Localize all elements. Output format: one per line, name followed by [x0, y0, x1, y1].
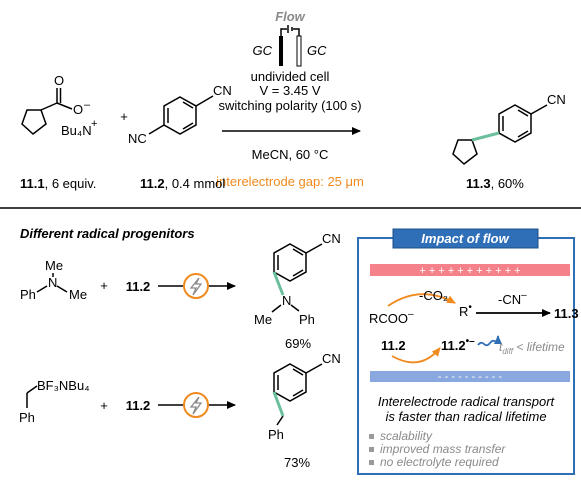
electrode-right-icon [296, 35, 302, 67]
product-label: 11.3, 60% [466, 176, 524, 191]
row1-product [271, 243, 323, 313]
row2-bf3: BF₃NBu₄ [37, 378, 90, 393]
row1-me-top: Me [45, 258, 63, 273]
impact-reagent: 11.2 [381, 338, 406, 353]
sm1-plus: + [91, 118, 97, 130]
impact-target: 11.3 [554, 306, 579, 321]
sm1-label: 11.1, 6 equiv. [20, 176, 96, 191]
progenitor-benzyltrifluoroborate: BF₃NBu₄ Ph [19, 378, 90, 425]
reduction-arrow [391, 347, 441, 364]
bullet-icon [369, 447, 374, 452]
sm1-oxide-o: O [73, 102, 83, 117]
row1-product-n: N [282, 293, 291, 308]
product-11-3 [452, 104, 548, 165]
product-cn: CN [547, 92, 566, 107]
product-new-bond [471, 131, 500, 142]
impact-title: Impact of flow [421, 231, 509, 246]
bullet-icon [369, 434, 374, 439]
cathode-band [370, 371, 570, 382]
transport-line-1: Interelectrode radical transport [378, 394, 556, 409]
row2-ph: Ph [19, 410, 35, 425]
row2-product-cn: CN [322, 351, 341, 366]
row2-product-ph: Ph [268, 427, 284, 442]
row1-electro-arrow [158, 273, 236, 299]
advantages-list: scalability improved mass transfer no el… [369, 429, 506, 469]
row1-n: N [48, 275, 57, 290]
cell-type: undivided cell [251, 69, 330, 84]
row1-ph: Ph [20, 287, 36, 302]
diffusion-arrow [477, 335, 502, 347]
row2-new-bond [272, 391, 285, 417]
anode-signs: + + + + + + + + + + + [419, 265, 520, 277]
row1-me-right: Me [69, 287, 87, 302]
impact-tdiff: tdiff < lifetime [499, 340, 565, 356]
progenitor-dimethylaniline: Me N Me Ph [20, 258, 87, 302]
sm2-label: 11.2, 0.4 mmol [140, 176, 225, 191]
row1-new-bond [272, 271, 285, 296]
row1-yield: 69% [285, 336, 311, 351]
sm1-carbonyl-o: O [54, 73, 64, 88]
conditions-solvent: MeCN, 60 °C [252, 147, 329, 162]
interelectrode-gap: interelectrode gap: 25 μm [216, 174, 364, 189]
section-title: Different radical progenitors [20, 226, 195, 241]
electrode-left-icon [279, 36, 283, 66]
electrode-left-label: GC [253, 43, 273, 58]
advantage-item: improved mass transfer [380, 442, 506, 456]
decarboxylation-arrow [387, 293, 456, 307]
row1-product-me: Me [254, 312, 272, 327]
flow-cell-icon: Flow GC GC [253, 9, 327, 67]
sm1-counterion: Bu₄N [61, 123, 92, 138]
polarity: switching polarity (100 s) [218, 98, 361, 113]
row2-reagent: 11.2 [126, 398, 151, 413]
sm2-cn-left: NC [128, 131, 147, 146]
impact-title-badge [392, 228, 539, 249]
impact-reagent-radical: 11.2•– [441, 336, 475, 353]
starting-material-11-1 [21, 88, 73, 135]
row1-reagent: 11.2 [126, 279, 151, 294]
electrode-right-label: GC [307, 43, 327, 58]
flow-title: Flow [275, 9, 305, 24]
row2-yield: 73% [284, 455, 310, 470]
row1-plus: + [100, 278, 108, 293]
sm2-cn-right: CN [213, 83, 232, 98]
advantage-item: no electrolyte required [380, 455, 499, 469]
sm1-minus: – [84, 99, 91, 111]
row1-product-ph: Ph [299, 312, 315, 327]
cathode-signs: - - - - - - - - - - [438, 371, 502, 383]
starting-material-11-2 [148, 95, 214, 135]
anode-band [370, 264, 570, 276]
row2-plus: + [100, 398, 108, 413]
lightning-icon [189, 396, 203, 415]
impact-r-radical: R• [459, 302, 472, 319]
plus-sign: + [120, 109, 128, 124]
bullet-icon [369, 460, 374, 465]
row1-product-cn: CN [322, 231, 341, 246]
transport-line-2: is faster than radical lifetime [385, 409, 546, 424]
impact-minus-cn: -CN– [498, 290, 527, 307]
impact-rcoo: RCOO– [369, 309, 414, 326]
lightning-icon [189, 277, 203, 296]
impact-minus-co2: -CO₂ [419, 288, 448, 303]
impact-of-flow-panel: Impact of flow + + + + + + + + + + + - -… [357, 228, 579, 475]
row2-product [273, 363, 323, 426]
row2-electro-arrow [158, 392, 236, 418]
voltage: V = 3.45 V [259, 83, 320, 98]
advantage-item: scalability [380, 429, 433, 443]
